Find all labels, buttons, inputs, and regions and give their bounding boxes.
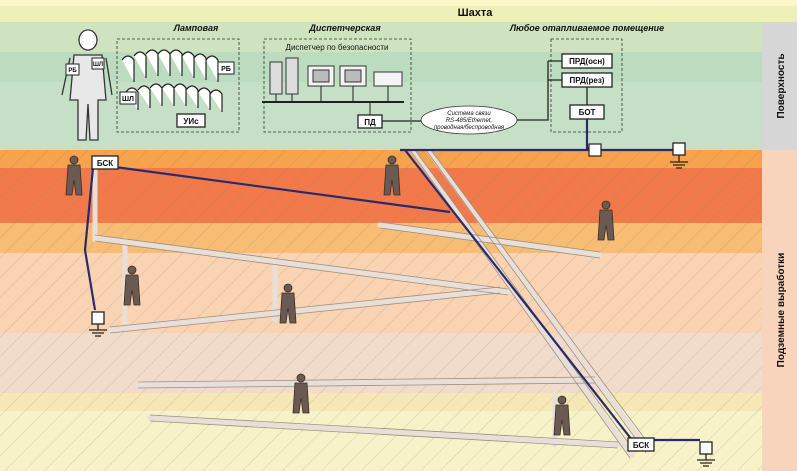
zone-label-surface: Поверхность bbox=[776, 53, 787, 118]
miner-figure bbox=[383, 155, 401, 196]
page-title: Шахта bbox=[458, 7, 494, 19]
uis-device bbox=[176, 113, 206, 128]
bsk-left-label: БСК bbox=[97, 159, 113, 168]
miner-figure bbox=[553, 395, 571, 436]
mine-workings bbox=[92, 147, 651, 458]
mine-workings-outline bbox=[94, 149, 652, 459]
heated-room-box bbox=[550, 38, 623, 133]
miner-figure bbox=[292, 373, 310, 414]
prd-links bbox=[382, 60, 588, 122]
worker-shl-tag bbox=[91, 57, 105, 70]
section-heated-room: Любое отапливаемое помещение bbox=[509, 23, 664, 33]
comm-line3: проводная/беспроводная bbox=[434, 125, 505, 131]
miner-figure bbox=[597, 200, 615, 241]
lamp-rack-icon bbox=[121, 49, 223, 112]
ground-icon bbox=[670, 142, 688, 169]
comm-line2: RS-485/Ethernet, bbox=[446, 118, 492, 124]
zone-label-column: Поверхность Подземные выработки bbox=[762, 22, 797, 471]
junction-box-top bbox=[588, 143, 602, 157]
computer-icons bbox=[269, 57, 403, 95]
bsk-left-device bbox=[91, 155, 119, 170]
miner-figure bbox=[123, 265, 141, 306]
section-lamp-room: Ламповая bbox=[173, 23, 219, 33]
section-dispatch: Диспетчерская bbox=[308, 23, 381, 33]
safety-dispatcher-label: Диспетчер по безопасности bbox=[286, 43, 389, 52]
bsk-right-label: БСК bbox=[633, 441, 649, 450]
uis-label: УИс bbox=[183, 117, 199, 126]
worker-rb-tag bbox=[65, 63, 80, 76]
miner-figure bbox=[65, 155, 83, 196]
rack-rb-label: РБ bbox=[221, 66, 231, 73]
worker-shl-label: ШЛ bbox=[93, 62, 103, 68]
lamp-room-box bbox=[116, 38, 240, 133]
miner-figure-surface bbox=[61, 29, 113, 141]
worker-rb-label: РБ bbox=[68, 68, 77, 74]
miner-figure bbox=[279, 283, 297, 324]
prd-res-label: ПРД(рез) bbox=[570, 76, 605, 85]
ground-icon bbox=[89, 311, 107, 337]
ground-icon bbox=[697, 441, 715, 467]
rock-hatching bbox=[0, 150, 762, 471]
bsk-right-device bbox=[627, 437, 655, 452]
pd-label: ПД bbox=[364, 118, 376, 127]
prd-main-label: ПРД(осн) bbox=[569, 57, 605, 66]
zone-label-underground: Подземные выработки bbox=[775, 253, 787, 368]
bot-label: БОТ bbox=[579, 108, 596, 117]
comm-line1: Система связи bbox=[447, 111, 491, 117]
rack-shl-label: ШЛ bbox=[122, 96, 134, 103]
lan-drops bbox=[275, 86, 389, 115]
rack-rb-tag bbox=[217, 61, 235, 75]
rack-shl-tag bbox=[119, 91, 137, 105]
